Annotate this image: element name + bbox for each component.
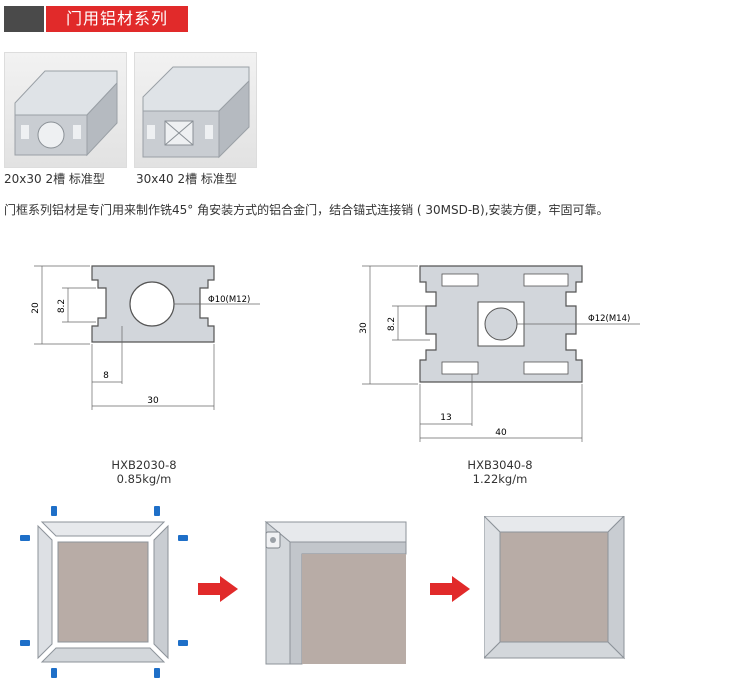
assembly-finished-frame (484, 516, 626, 660)
product-photo-3040 (134, 52, 257, 168)
product-caption-3040: 30x40 2槽 标准型 (136, 172, 237, 186)
product-caption-2030: 20x30 2槽 标准型 (4, 172, 105, 186)
dim-offset-3040: 13 (440, 413, 451, 423)
arrow-right-icon-2 (430, 576, 470, 602)
model-name-3040: HXB3040-8 (467, 458, 533, 472)
header-dark-tab (4, 6, 44, 32)
dim-height-2030: 20 (31, 302, 41, 314)
dim-height-3040: 30 (359, 322, 369, 334)
dim-width-2030: 30 (147, 396, 159, 406)
section-title: 门用铝材系列 (66, 9, 169, 28)
description-text: 门框系列铝材是专门用来制作铣45° 角安装方式的铝合金门，结合锚式连接销 ( 3… (4, 203, 609, 217)
product-photo-2030 (4, 52, 127, 168)
model-name-2030: HXB2030-8 (111, 458, 177, 472)
dim-offset-2030: 8 (103, 371, 109, 381)
drawing-hxb2030: 20 8.2 Φ10(M12) 8 30 (31, 265, 260, 410)
model-weight-3040: 1.22kg/m (472, 472, 528, 486)
model-label-3040: HXB3040-8 1.22kg/m (452, 458, 548, 486)
dim-width-3040: 40 (495, 428, 507, 438)
assembly-corner-detail (264, 520, 407, 665)
assembly-exploded-frame (20, 506, 188, 678)
connector-pins (20, 506, 188, 678)
model-weight-2030: 0.85kg/m (116, 472, 172, 486)
dim-slot-2030: 8.2 (57, 299, 67, 313)
dim-hole-3040: Φ12(M14) (588, 314, 630, 324)
drawing-hxb3040: 30 8.2 Φ12(M14) 13 40 (359, 265, 640, 442)
dim-slot-3040: 8.2 (387, 317, 397, 331)
dim-hole-2030: Φ10(M12) (208, 295, 250, 305)
header-red-tab (46, 6, 188, 32)
arrow-right-icon (198, 576, 238, 602)
model-label-2030: HXB2030-8 0.85kg/m (96, 458, 192, 486)
